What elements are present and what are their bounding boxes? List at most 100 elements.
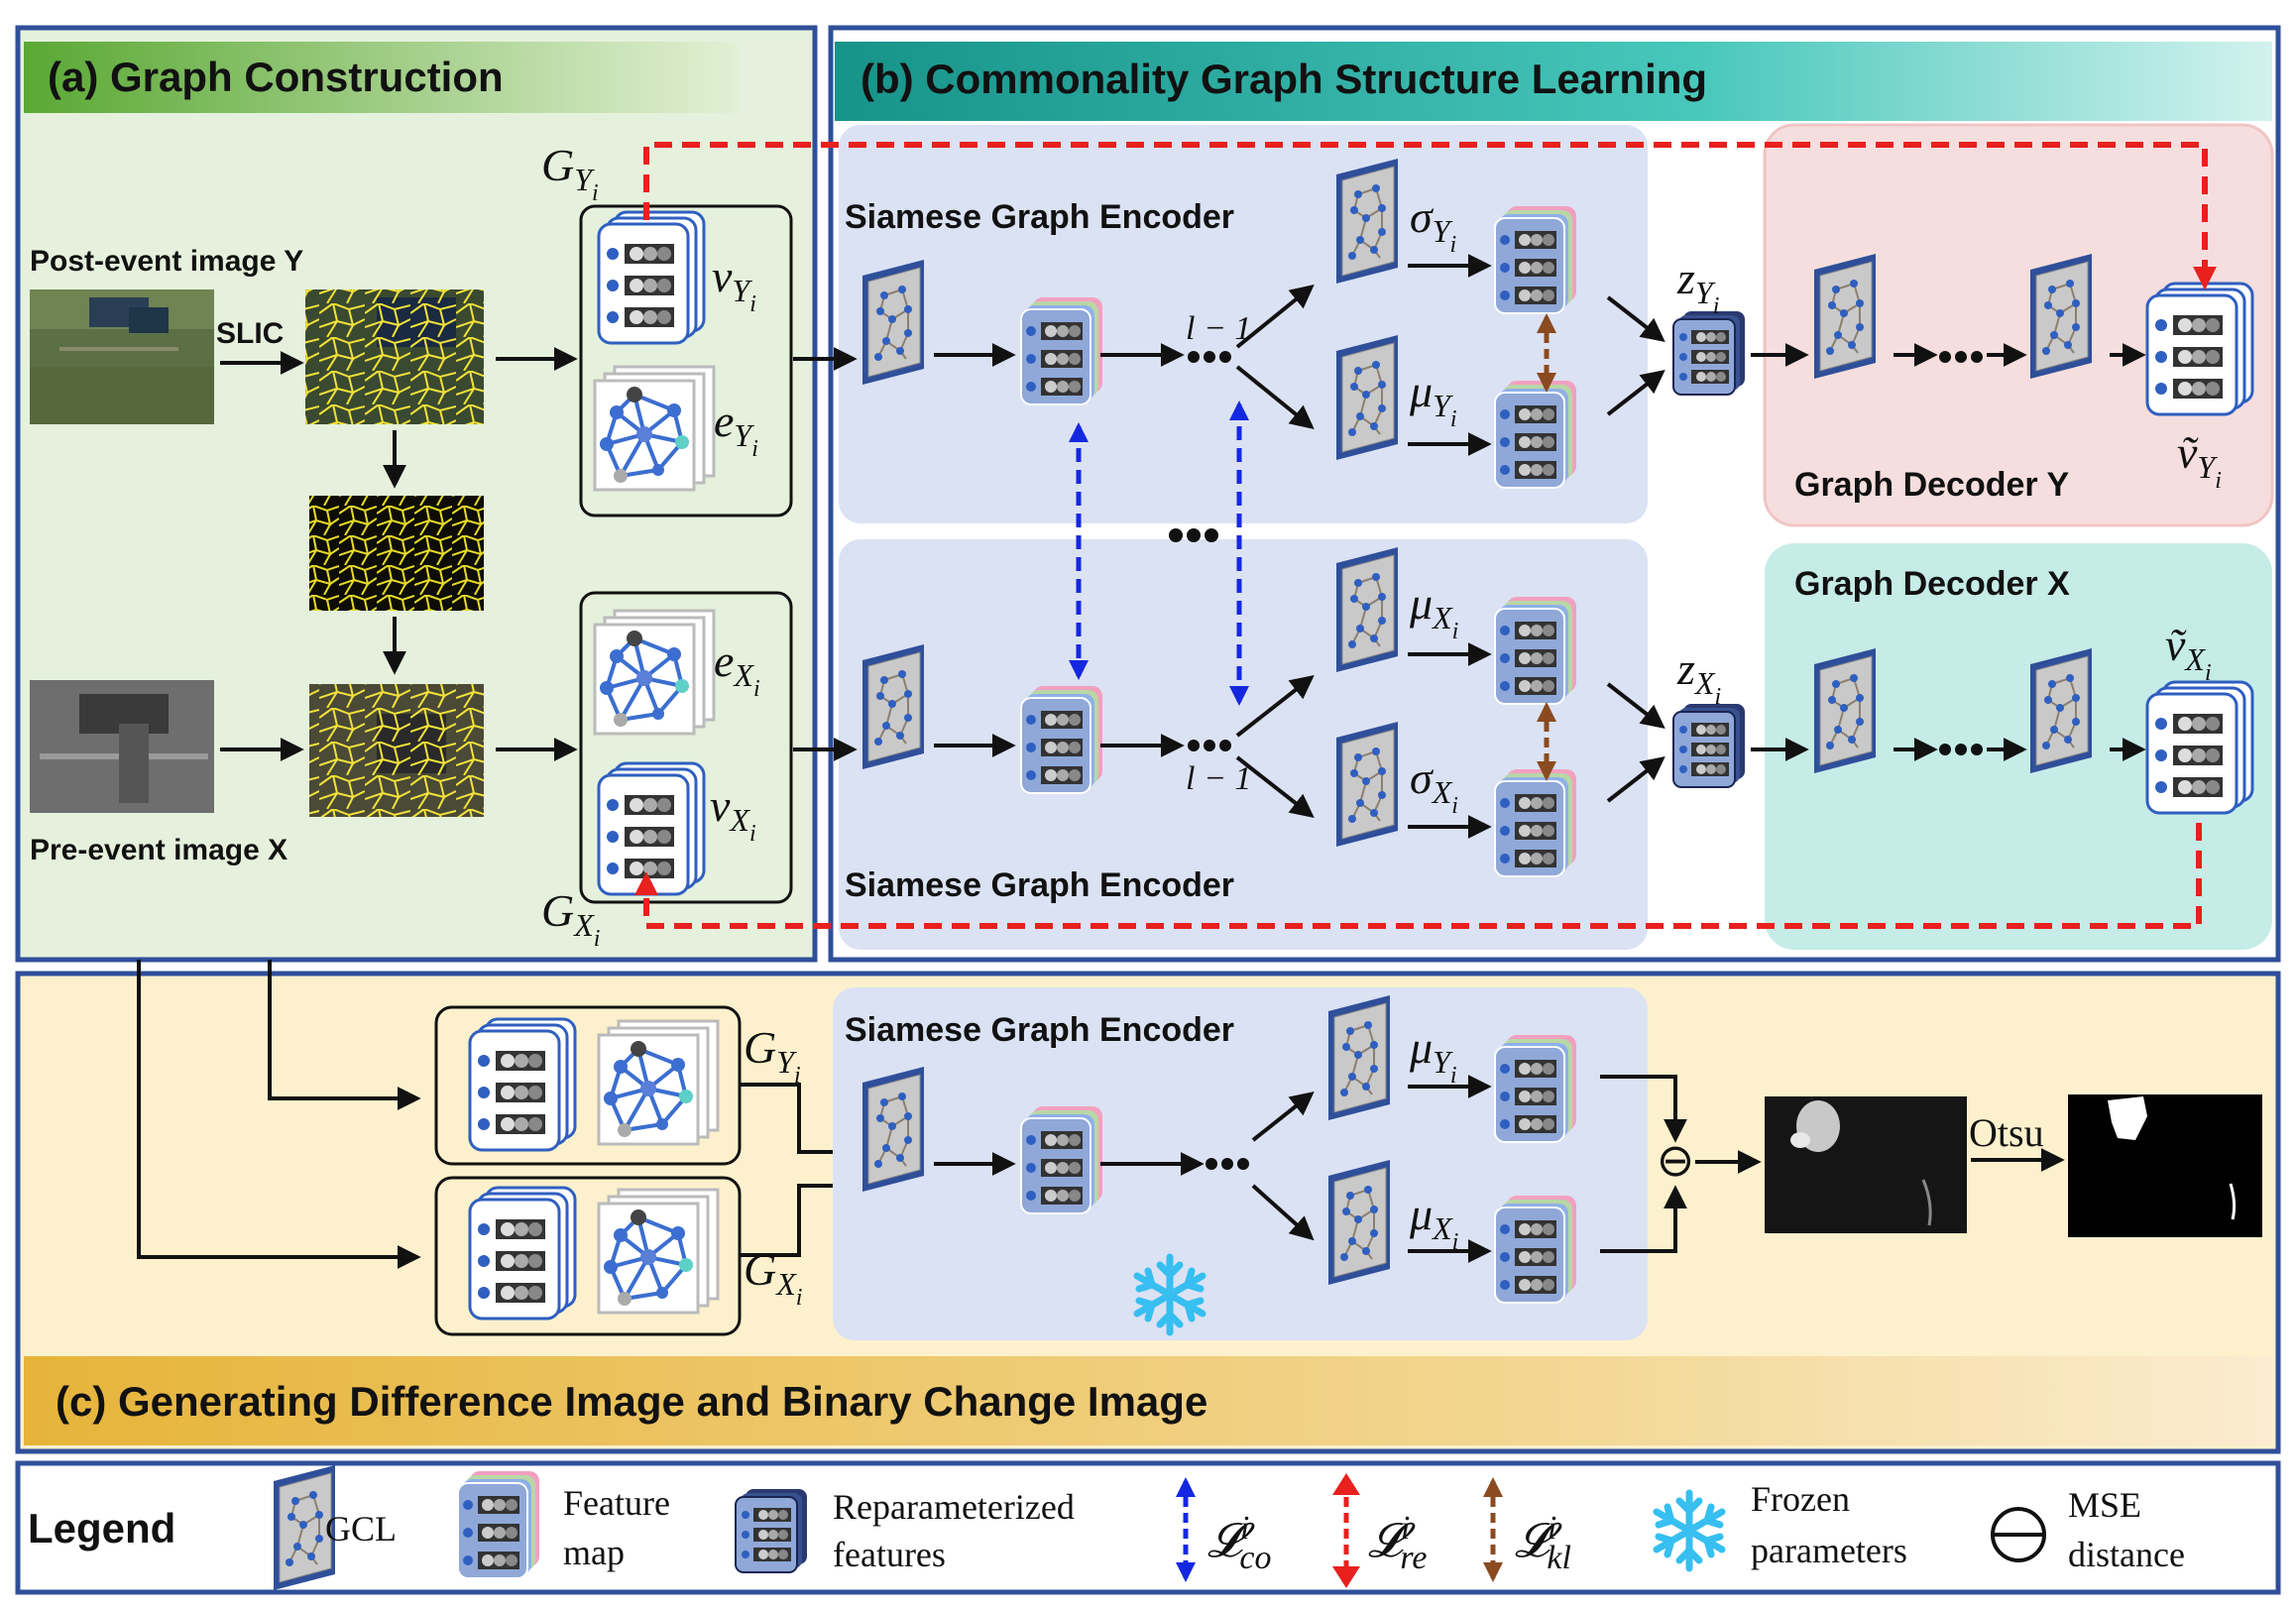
g-y-label: GYi	[541, 140, 599, 206]
arrow-top-up	[1235, 284, 1315, 349]
reconstruction-arrow-x	[634, 823, 2202, 929]
c-encoder-label: Siamese Graph Encoder	[845, 1011, 1234, 1049]
dots-top	[1188, 351, 1231, 363]
legend-frozen-line2: parameters	[1751, 1531, 1907, 1570]
arrow-to-zy-1	[1606, 295, 1665, 342]
c-dots	[1205, 1158, 1249, 1170]
binary-change-image	[2068, 1094, 2262, 1237]
decoder-y-label: Graph Decoder Y	[1794, 466, 2069, 504]
c-gcl-mu-y	[1327, 994, 1391, 1121]
dots-dec-x	[1939, 744, 1983, 755]
c-gcl-mu-x	[1327, 1159, 1391, 1286]
gcl-dec-x-1	[1813, 647, 1877, 774]
c-vstack-x	[468, 1186, 577, 1321]
c-mu-y-label: μYi	[1409, 1022, 1457, 1089]
segmentation-map	[309, 496, 484, 611]
legend-reparam-icon	[735, 1488, 808, 1573]
z-x-label: zXi	[1676, 643, 1721, 710]
v-y-label: vYi	[712, 251, 756, 317]
otsu-label: Otsu	[1969, 1110, 2044, 1155]
arrow-bottom-up	[1235, 675, 1315, 738]
encoder-bottom-bg	[839, 539, 1648, 950]
panel-c-header	[24, 1356, 2272, 1445]
encoder-bottom-label: Siamese Graph Encoder	[845, 866, 1234, 904]
dots-bottom	[1188, 740, 1231, 751]
legend-mse-circle	[1991, 1507, 2046, 1562]
arrow-top-down	[1235, 365, 1315, 430]
c-gcl-1	[861, 1066, 925, 1193]
gcl-bottom-sigma	[1335, 721, 1399, 848]
encoder-top-bg	[839, 125, 1648, 523]
legend-title: Legend	[28, 1505, 175, 1552]
legend-gcl-label: GCL	[325, 1509, 397, 1549]
legend-red-arrowhead-down	[1332, 1566, 1360, 1588]
mu-y-label: μYi	[1409, 366, 1457, 432]
vtilde-y-label: ṽYi	[2177, 427, 2222, 494]
sigma-y-label: σYi	[1410, 191, 1456, 258]
gcl-dec-x-2	[2029, 647, 2093, 774]
legend-frozen-line1: Frozen	[1751, 1479, 1850, 1519]
c-fmap-1	[1020, 1105, 1103, 1214]
c-estack-x	[597, 1188, 720, 1315]
c-arrow-down	[1251, 1184, 1315, 1241]
legend-feature-map-icon	[457, 1470, 540, 1579]
segmented-pre-image	[309, 684, 484, 817]
legend-red-arrowhead-up	[1332, 1473, 1360, 1495]
v-x-label: vXi	[710, 780, 756, 847]
g-x-label: GXi	[541, 885, 600, 952]
panel-a-header	[24, 42, 738, 113]
fmap-bottom-1	[1020, 685, 1103, 794]
gcl-top-mu	[1335, 334, 1399, 461]
fmap-sigma-y	[1494, 205, 1577, 314]
fmap-sigma-x	[1494, 768, 1577, 877]
arrow-x-into-c	[137, 960, 421, 1269]
segmented-post-image	[305, 289, 484, 424]
fmap-mu-y	[1494, 380, 1577, 489]
c-fmap-mu-y	[1494, 1034, 1577, 1143]
c-arrow-up	[1251, 1092, 1315, 1142]
panel-a-title: (a) Graph Construction	[48, 54, 504, 100]
e-x-label: eXi	[714, 635, 760, 702]
arrow-to-zy-2	[1606, 370, 1665, 416]
c-g-x-label: GXi	[744, 1244, 802, 1311]
fmap-top-1	[1020, 296, 1103, 405]
c-vstack-y	[468, 1017, 577, 1152]
z-x-stack	[1672, 703, 1746, 788]
panel-b-title: (b) Commonality Graph Structure Learning	[861, 56, 1707, 102]
legend-box	[15, 1460, 2281, 1595]
mu-x-label: μXi	[1409, 578, 1458, 644]
c-mu-x-label: μXi	[1409, 1189, 1458, 1255]
legend-mse-line2: distance	[2068, 1535, 2185, 1574]
z-y-stack	[1672, 310, 1746, 396]
c-arrow-gy	[740, 1083, 860, 1164]
layer-bottom-label: l − 1	[1186, 760, 1251, 797]
arrow-to-zx-2	[1606, 756, 1665, 803]
gcl-dec-y-2	[2029, 253, 2093, 380]
legend-feature-line1: Feature	[563, 1483, 670, 1523]
z-y-label: zYi	[1676, 253, 1719, 319]
gcl-bottom-1	[861, 643, 925, 770]
node-features-x	[597, 761, 706, 896]
legend-reparam-line2: features	[833, 1535, 946, 1574]
e-y-label: eYi	[714, 396, 758, 462]
c-arrow-gx	[740, 1174, 860, 1257]
fmap-mu-x	[1494, 596, 1577, 705]
vtilde-x-stack	[2145, 680, 2254, 815]
c-g-y-label: GYi	[744, 1022, 801, 1089]
decoder-y-bg	[1763, 123, 2274, 527]
arrow-bottom-down	[1235, 755, 1315, 818]
edge-graph-y	[593, 365, 716, 492]
gcl-top-1	[861, 259, 925, 386]
post-event-image	[30, 289, 214, 424]
legend-feature-line2: map	[563, 1533, 625, 1572]
c-arrow-mse-bottom	[1600, 1185, 1687, 1253]
legend-reparam-line1: Reparameterized	[833, 1487, 1075, 1527]
pre-event-label: Pre-event image X	[30, 834, 287, 866]
mse-operator: ⊖	[1657, 1135, 1695, 1186]
node-features-y	[597, 210, 706, 345]
legend-mse-line1: MSE	[2068, 1485, 2141, 1525]
slic-label: SLIC	[216, 317, 284, 350]
